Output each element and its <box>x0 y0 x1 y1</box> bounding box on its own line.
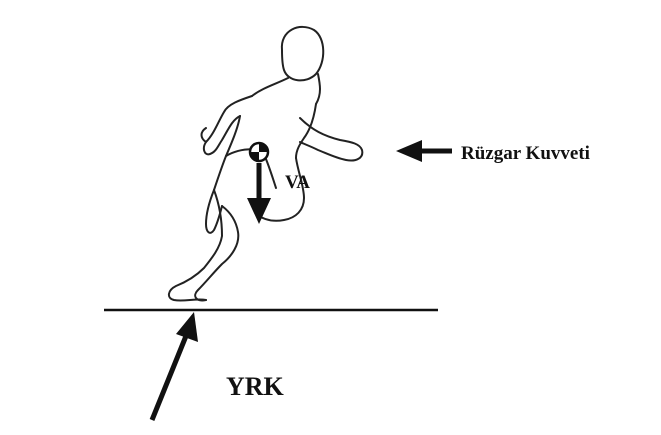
ground-reaction-label: YRK <box>226 372 284 402</box>
ground-reaction-arrow <box>152 312 198 420</box>
center-of-mass-marker <box>250 143 268 161</box>
wind-force-arrow <box>396 140 452 162</box>
runner-figure <box>169 27 362 301</box>
wind-force-label: Rüzgar Kuvveti <box>461 143 590 165</box>
body-weight-label: VA <box>285 172 310 194</box>
weight-arrow <box>247 163 271 224</box>
